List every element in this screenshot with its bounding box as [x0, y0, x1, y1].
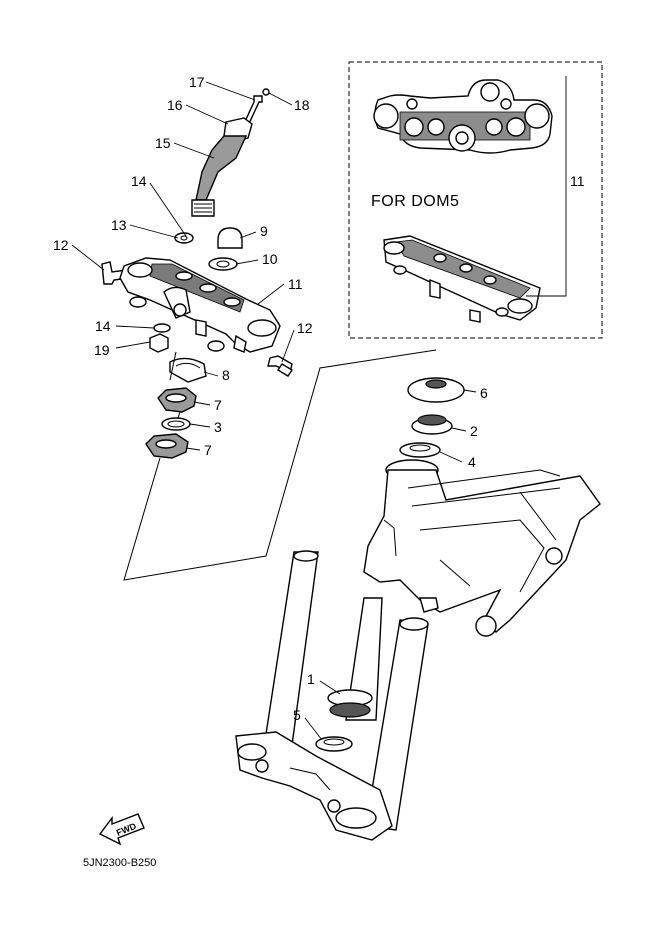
- callout-9: 9: [260, 223, 268, 239]
- callout-14-lower: 14: [95, 318, 111, 334]
- part-3-washer: [161, 417, 191, 431]
- part-15-handlebar: [195, 135, 248, 201]
- variant-label: FOR DOM5: [371, 193, 459, 210]
- fwd-arrow-icon: FWD: [98, 813, 145, 846]
- callout-19: 19: [94, 342, 110, 358]
- part-10-washer: [208, 257, 238, 271]
- assembly-guides: [123, 349, 437, 581]
- callout-13: 13: [111, 217, 127, 233]
- callout-14-upper: 14: [131, 173, 147, 189]
- callout-12-right: 12: [297, 320, 313, 336]
- callout-numbers: 17 18 16 15 14 13 9 12 10 11 14 12 19 8 …: [53, 74, 488, 723]
- diagram-code: 5JN2300-B250: [83, 857, 156, 869]
- inset-bracket-side-view: [383, 235, 541, 323]
- frame: [363, 459, 601, 637]
- right-stack: [399, 377, 465, 458]
- variant-inset: FOR DOM5 11: [348, 61, 603, 339]
- callout-7-upper: 7: [214, 397, 222, 413]
- part-9-cap-nut: [217, 227, 243, 249]
- callout-15: 15: [155, 135, 171, 151]
- lower-bracket: [235, 550, 429, 841]
- callout-18: 18: [294, 97, 310, 113]
- callout-8: 8: [222, 367, 230, 383]
- part-18-clip: [262, 88, 270, 96]
- part-4-race: [399, 442, 441, 458]
- callout-4: 4: [468, 454, 476, 470]
- left-stack: [145, 357, 207, 459]
- callout-6: 6: [480, 385, 488, 401]
- callout-2: 2: [470, 423, 478, 439]
- callout-11-inset: 11: [570, 173, 585, 189]
- part-8-lock-washer: [169, 357, 207, 383]
- callout-1: 1: [307, 671, 315, 687]
- callout-3: 3: [214, 419, 222, 435]
- part-19-nut: [149, 333, 169, 353]
- part-14-washer-lower: [153, 323, 171, 333]
- callout-11: 11: [288, 276, 303, 292]
- callout-7-lower: 7: [204, 442, 212, 458]
- callout-5: 5: [293, 707, 301, 723]
- callout-16: 16: [167, 97, 183, 113]
- callout-17: 17: [189, 74, 205, 90]
- callout-12-left: 12: [53, 237, 69, 253]
- leader-lines: [71, 81, 477, 741]
- callout-10: 10: [262, 251, 278, 267]
- upper-bracket-assembly: [101, 88, 293, 377]
- inset-bracket-top-view: [373, 79, 553, 154]
- part-11-upper-bracket: [119, 257, 281, 353]
